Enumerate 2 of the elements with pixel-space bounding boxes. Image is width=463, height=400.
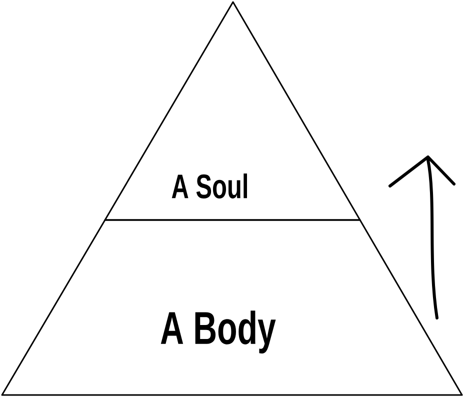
pyramid-tier: A Body [1,219,463,396]
pyramid-tier: A Soul [104,1,361,221]
